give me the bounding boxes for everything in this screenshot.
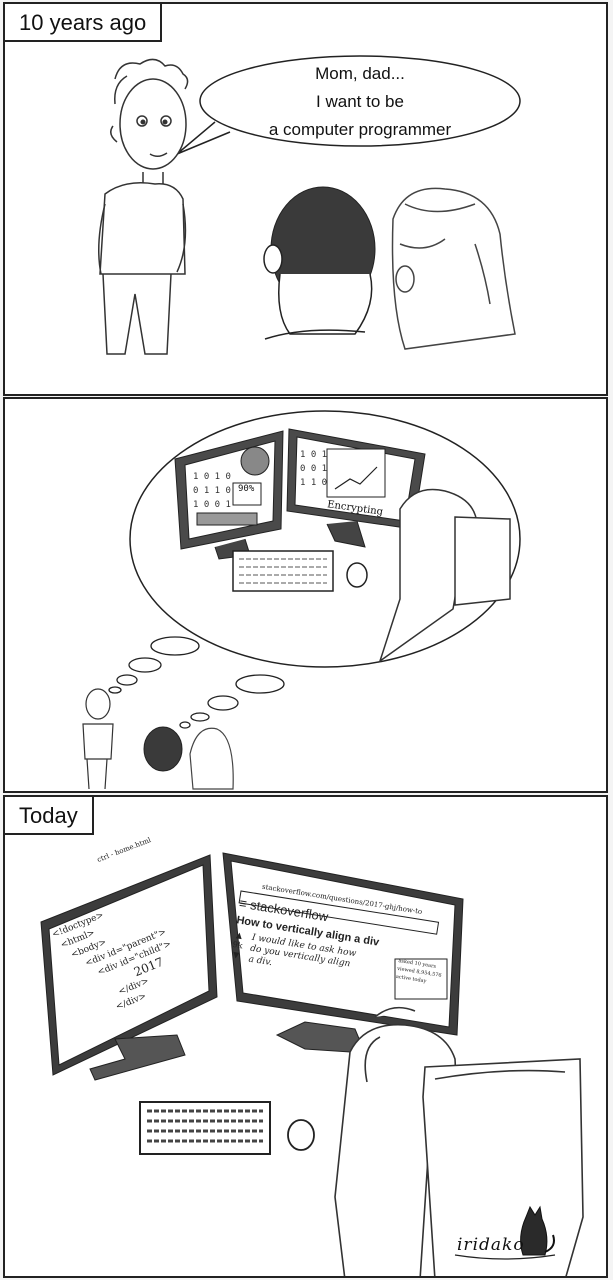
dream-mouse — [346, 562, 368, 588]
svg-text:1 0 1: 1 0 1 — [300, 450, 327, 460]
speech-line-3: a computer programmer — [268, 120, 452, 139]
panel-past: 10 years ago Mom, dad... I want to be a … — [3, 2, 608, 396]
stackoverflow-icon: ≡ — [238, 895, 248, 912]
mouse — [287, 1119, 315, 1151]
editor-monitor — [40, 854, 218, 1081]
dream-keyboard — [232, 550, 334, 592]
panel-past-drawing — [98, 55, 521, 355]
artist-signature: iridako — [457, 1235, 525, 1255]
panel-dream-drawing: 1 0 1 0 0 1 1 0 1 0 0 1 1 0 1 0 0 1 1 1 … — [82, 410, 521, 790]
panel-today-drawing — [40, 852, 584, 1276]
downvote-icon[interactable]: ▼ — [232, 950, 240, 960]
small-dad-figure — [143, 726, 183, 772]
svg-text:1 0 0 1: 1 0 0 1 — [193, 500, 231, 510]
caption-past: 10 years ago — [5, 4, 163, 42]
svg-text:1 0 1 0: 1 0 1 0 — [193, 472, 231, 482]
dream-programmer-figure — [378, 488, 511, 663]
svg-text:0 0 1: 0 0 1 — [300, 464, 327, 474]
browser-monitor — [222, 852, 464, 1054]
panel-dream: 1 0 1 0 0 1 1 0 1 0 0 1 1 0 1 0 0 1 1 1 … — [3, 397, 608, 793]
panel-today: Today ctrl - home.html <!doctype> <html>… — [3, 795, 608, 1278]
dad-figure — [263, 186, 376, 340]
speech-text: Mom, dad... I want to be a computer prog… — [230, 60, 490, 144]
dream-monitor-left: 1 0 1 0 0 1 1 0 1 0 0 1 — [174, 430, 284, 560]
svg-text:0 1 1 0: 0 1 1 0 — [193, 486, 231, 496]
caption-today: Today — [5, 797, 94, 835]
thought-dot — [150, 636, 200, 656]
dream-percent-label: 90% — [238, 484, 255, 494]
vote-counter: ▲ 9k ▼ — [230, 930, 245, 961]
speech-line-1: Mom, dad... — [315, 64, 405, 83]
svg-text:1 1 0: 1 1 0 — [300, 478, 327, 488]
mom-figure — [391, 187, 516, 350]
small-mom-figure — [189, 727, 234, 790]
speech-bubble — [199, 55, 521, 147]
boy-figure — [98, 58, 189, 355]
dream-monitor-right: 1 0 1 0 0 1 1 1 0 — [286, 428, 426, 548]
small-boy-figure — [82, 688, 114, 790]
speech-line-2: I want to be — [316, 92, 404, 111]
